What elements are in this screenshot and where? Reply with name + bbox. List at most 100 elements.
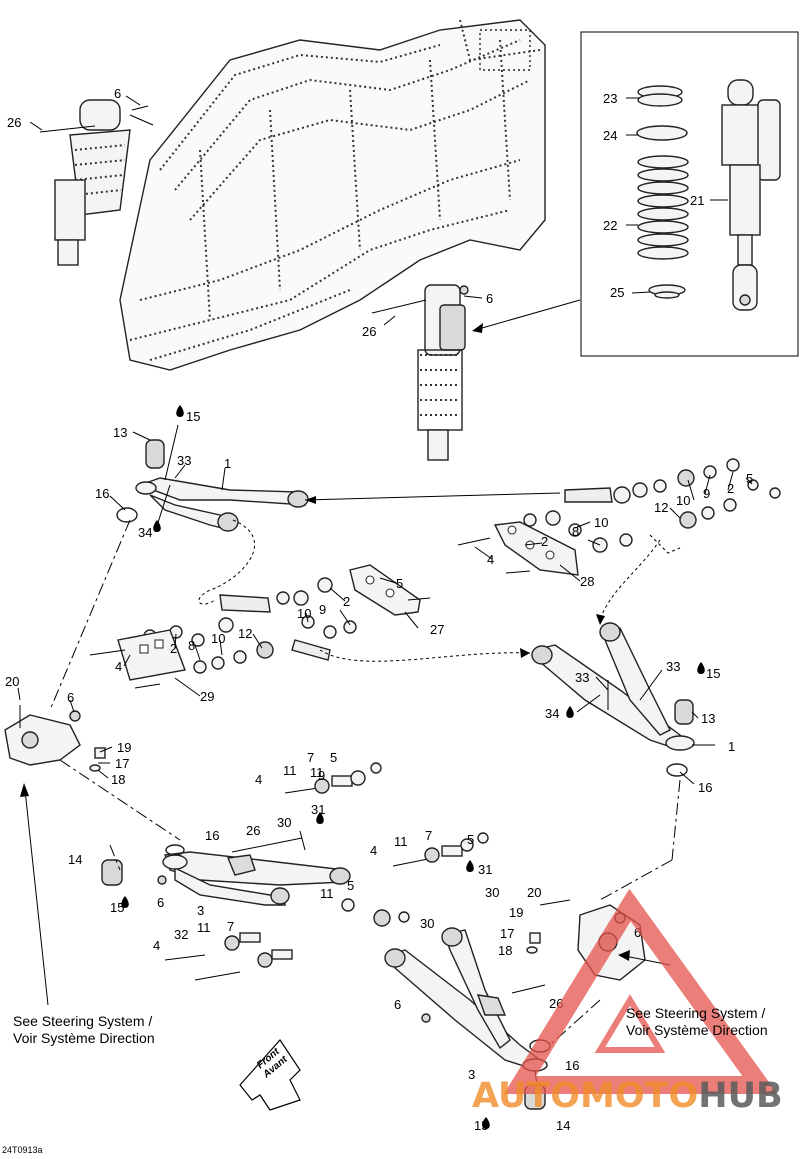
callout-25: 25	[610, 285, 624, 300]
assembly-lines	[20, 114, 681, 1111]
callout-22: 22	[603, 218, 617, 233]
vehicle-frame	[119, 19, 546, 371]
callout-5: 5	[330, 750, 337, 765]
callout-32: 32	[174, 927, 188, 942]
oil-drop-icon	[316, 812, 324, 824]
see-steering-note-right: See Steering System / Voir Système Direc…	[626, 1005, 768, 1039]
callout-4: 4	[153, 938, 160, 953]
callout-13: 13	[701, 711, 715, 726]
callout-1: 1	[224, 456, 231, 471]
callout-31: 31	[311, 802, 325, 817]
callout-6: 6	[394, 997, 401, 1012]
rear-shock-absorber	[39, 99, 149, 266]
steering-knuckle-left	[4, 705, 106, 772]
callout-15: 15	[186, 409, 200, 424]
callout-17: 17	[115, 756, 129, 771]
callout-5: 5	[347, 878, 354, 893]
callout-12: 12	[654, 500, 668, 515]
callout-12: 12	[238, 626, 252, 641]
callout-7: 7	[307, 750, 314, 765]
oil-drop-icon	[466, 860, 474, 872]
oil-drop-icon	[121, 896, 129, 908]
callout-16: 16	[698, 780, 712, 795]
front-shock-absorber	[371, 284, 469, 461]
watermark-logo	[503, 888, 778, 1094]
oil-drop-icon	[482, 1117, 490, 1129]
callout-24: 24	[603, 128, 617, 143]
callout-4: 4	[370, 843, 377, 858]
callout-30: 30	[277, 815, 291, 830]
upper-a-arm-right	[531, 622, 695, 777]
callout-18: 18	[111, 772, 125, 787]
callout-5: 5	[746, 471, 753, 486]
callout-4: 4	[255, 772, 262, 787]
callout-10: 10	[211, 631, 225, 646]
callout-1: 1	[728, 739, 735, 754]
callout-30: 30	[420, 916, 434, 931]
callout-3: 3	[197, 903, 204, 918]
upper-bushing-set-right	[457, 458, 781, 576]
callout-6: 6	[634, 925, 641, 940]
watermark-part2: HUB	[698, 1076, 783, 1116]
callout-20: 20	[527, 885, 541, 900]
callout-2: 2	[727, 481, 734, 496]
callout-13: 13	[113, 425, 127, 440]
callout-23: 23	[603, 91, 617, 106]
callout-26: 26	[7, 115, 21, 130]
callout-15: 15	[706, 666, 720, 681]
oil-drop-icon	[566, 706, 574, 718]
callout-34: 34	[545, 706, 559, 721]
callout-16: 16	[565, 1058, 579, 1073]
callout-6: 6	[157, 895, 164, 910]
callout-11: 11	[394, 834, 408, 849]
callout-7: 7	[425, 828, 432, 843]
callout-21: 21	[690, 193, 704, 208]
callout-30: 30	[485, 885, 499, 900]
callout-26: 26	[246, 823, 260, 838]
callout-10: 10	[676, 493, 690, 508]
callout-6: 6	[67, 690, 74, 705]
see-steering-note-left: See Steering System / Voir Système Direc…	[13, 1013, 155, 1047]
callout-20: 20	[5, 674, 19, 689]
note-left-line1: See Steering System /	[13, 1013, 153, 1029]
oil-drop-icon	[153, 520, 161, 532]
callout-4: 4	[487, 552, 494, 567]
callout-6: 6	[114, 86, 121, 101]
note-right-line1: See Steering System /	[626, 1005, 766, 1021]
callout-11: 11	[197, 920, 211, 935]
callout-2: 2	[343, 594, 350, 609]
callout-14: 14	[556, 1118, 570, 1133]
callout-8: 8	[572, 524, 579, 539]
callout-5: 5	[396, 576, 403, 591]
watermark-text: AUTOMOTOHUB	[472, 1076, 783, 1116]
callout-16: 16	[205, 828, 219, 843]
callout-11: 11	[283, 763, 297, 778]
callout-14: 14	[68, 852, 82, 867]
callout-6: 6	[486, 291, 493, 306]
callout-31: 31	[478, 862, 492, 877]
callout-5: 5	[467, 832, 474, 847]
oil-drop-icon	[176, 405, 184, 417]
callout-15: 15	[110, 900, 124, 915]
callout-2: 2	[541, 534, 548, 549]
callout-19: 19	[509, 905, 523, 920]
lubricant-drop-icons	[121, 405, 705, 1129]
callout-29: 29	[200, 689, 214, 704]
watermark-part1: AUTOMOTO	[472, 1076, 699, 1116]
callout-19: 19	[117, 740, 131, 755]
callout-34: 34	[138, 525, 152, 540]
callout-17: 17	[500, 926, 514, 941]
callout-18: 18	[498, 943, 512, 958]
callout-9: 9	[703, 486, 710, 501]
callout-11: 11	[320, 886, 334, 901]
callout-9: 9	[319, 602, 326, 617]
callout-7: 7	[227, 919, 234, 934]
callout-10: 10	[297, 606, 311, 621]
callout-27: 27	[430, 622, 444, 637]
note-left-line2: Voir Système Direction	[13, 1030, 155, 1046]
callout-33: 33	[575, 670, 589, 685]
shock-detail-inset	[580, 31, 799, 357]
oil-drop-icon	[697, 662, 705, 674]
callout-11: 11	[310, 765, 324, 780]
